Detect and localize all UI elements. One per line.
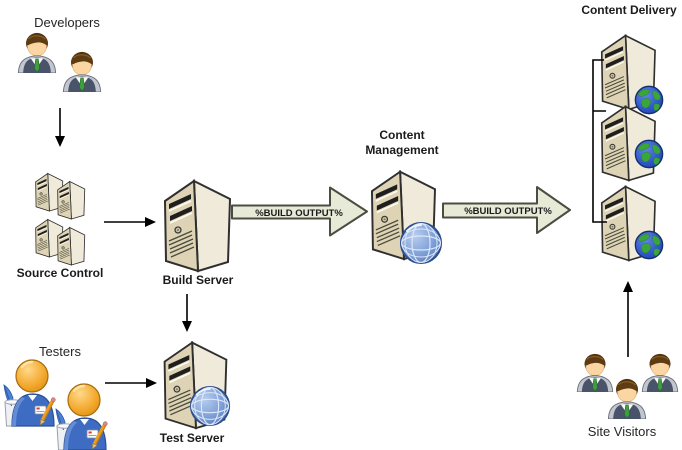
visitor-person-icon: [607, 378, 647, 419]
visitor-person-icon: [641, 353, 679, 392]
wire-globe-icon: [400, 222, 442, 264]
build-server-label: Build Server: [162, 273, 234, 287]
wire-globe-icon: [189, 385, 231, 427]
developers-icon-group: [17, 32, 102, 92]
content-delivery-label: Content Delivery: [581, 3, 677, 17]
delivery-bracket-connector: [592, 59, 607, 223]
site-visitors-icon-group: [576, 353, 679, 419]
content-management-server-icon: [370, 170, 442, 264]
build-output-arrow-2-label: %BUILD OUTPUT%: [464, 206, 552, 217]
earth-globe-icon: [634, 139, 664, 169]
testers-label: Testers: [39, 344, 81, 359]
tester-person-icon: [2, 358, 58, 428]
arrow-testers-to-test-server: [105, 378, 157, 388]
build-output-arrow-1: %BUILD OUTPUT%: [231, 186, 368, 237]
test-server-icon: [163, 341, 231, 430]
tester-person-icon: [54, 382, 110, 450]
earth-globe-icon: [634, 85, 664, 115]
arrow-source-control-to-build-server: [104, 217, 156, 227]
site-visitors-label: Site Visitors: [587, 424, 657, 439]
developers-label: Developers: [34, 15, 100, 30]
source-control-label: Source Control: [16, 266, 104, 280]
arrow-developers-to-source-control: [55, 108, 65, 147]
earth-globe-icon: [634, 230, 664, 260]
arrow-site-visitors-to-content-delivery: [623, 281, 633, 357]
arrow-build-server-to-test-server: [182, 294, 192, 332]
testers-icon-group: [2, 358, 110, 450]
visitor-person-icon: [576, 353, 614, 392]
build-server-icon: [164, 180, 231, 272]
content-delivery-servers-icon: [592, 34, 664, 262]
build-output-arrow-2: %BUILD OUTPUT%: [442, 186, 571, 234]
content-management-label: Content Management: [365, 128, 439, 157]
source-control-servers-icon: [35, 173, 86, 266]
test-server-label: Test Server: [159, 431, 225, 445]
developer-person-icon: [62, 51, 102, 92]
developer-person-icon: [17, 32, 57, 73]
build-output-arrow-1-label: %BUILD OUTPUT%: [255, 208, 343, 219]
